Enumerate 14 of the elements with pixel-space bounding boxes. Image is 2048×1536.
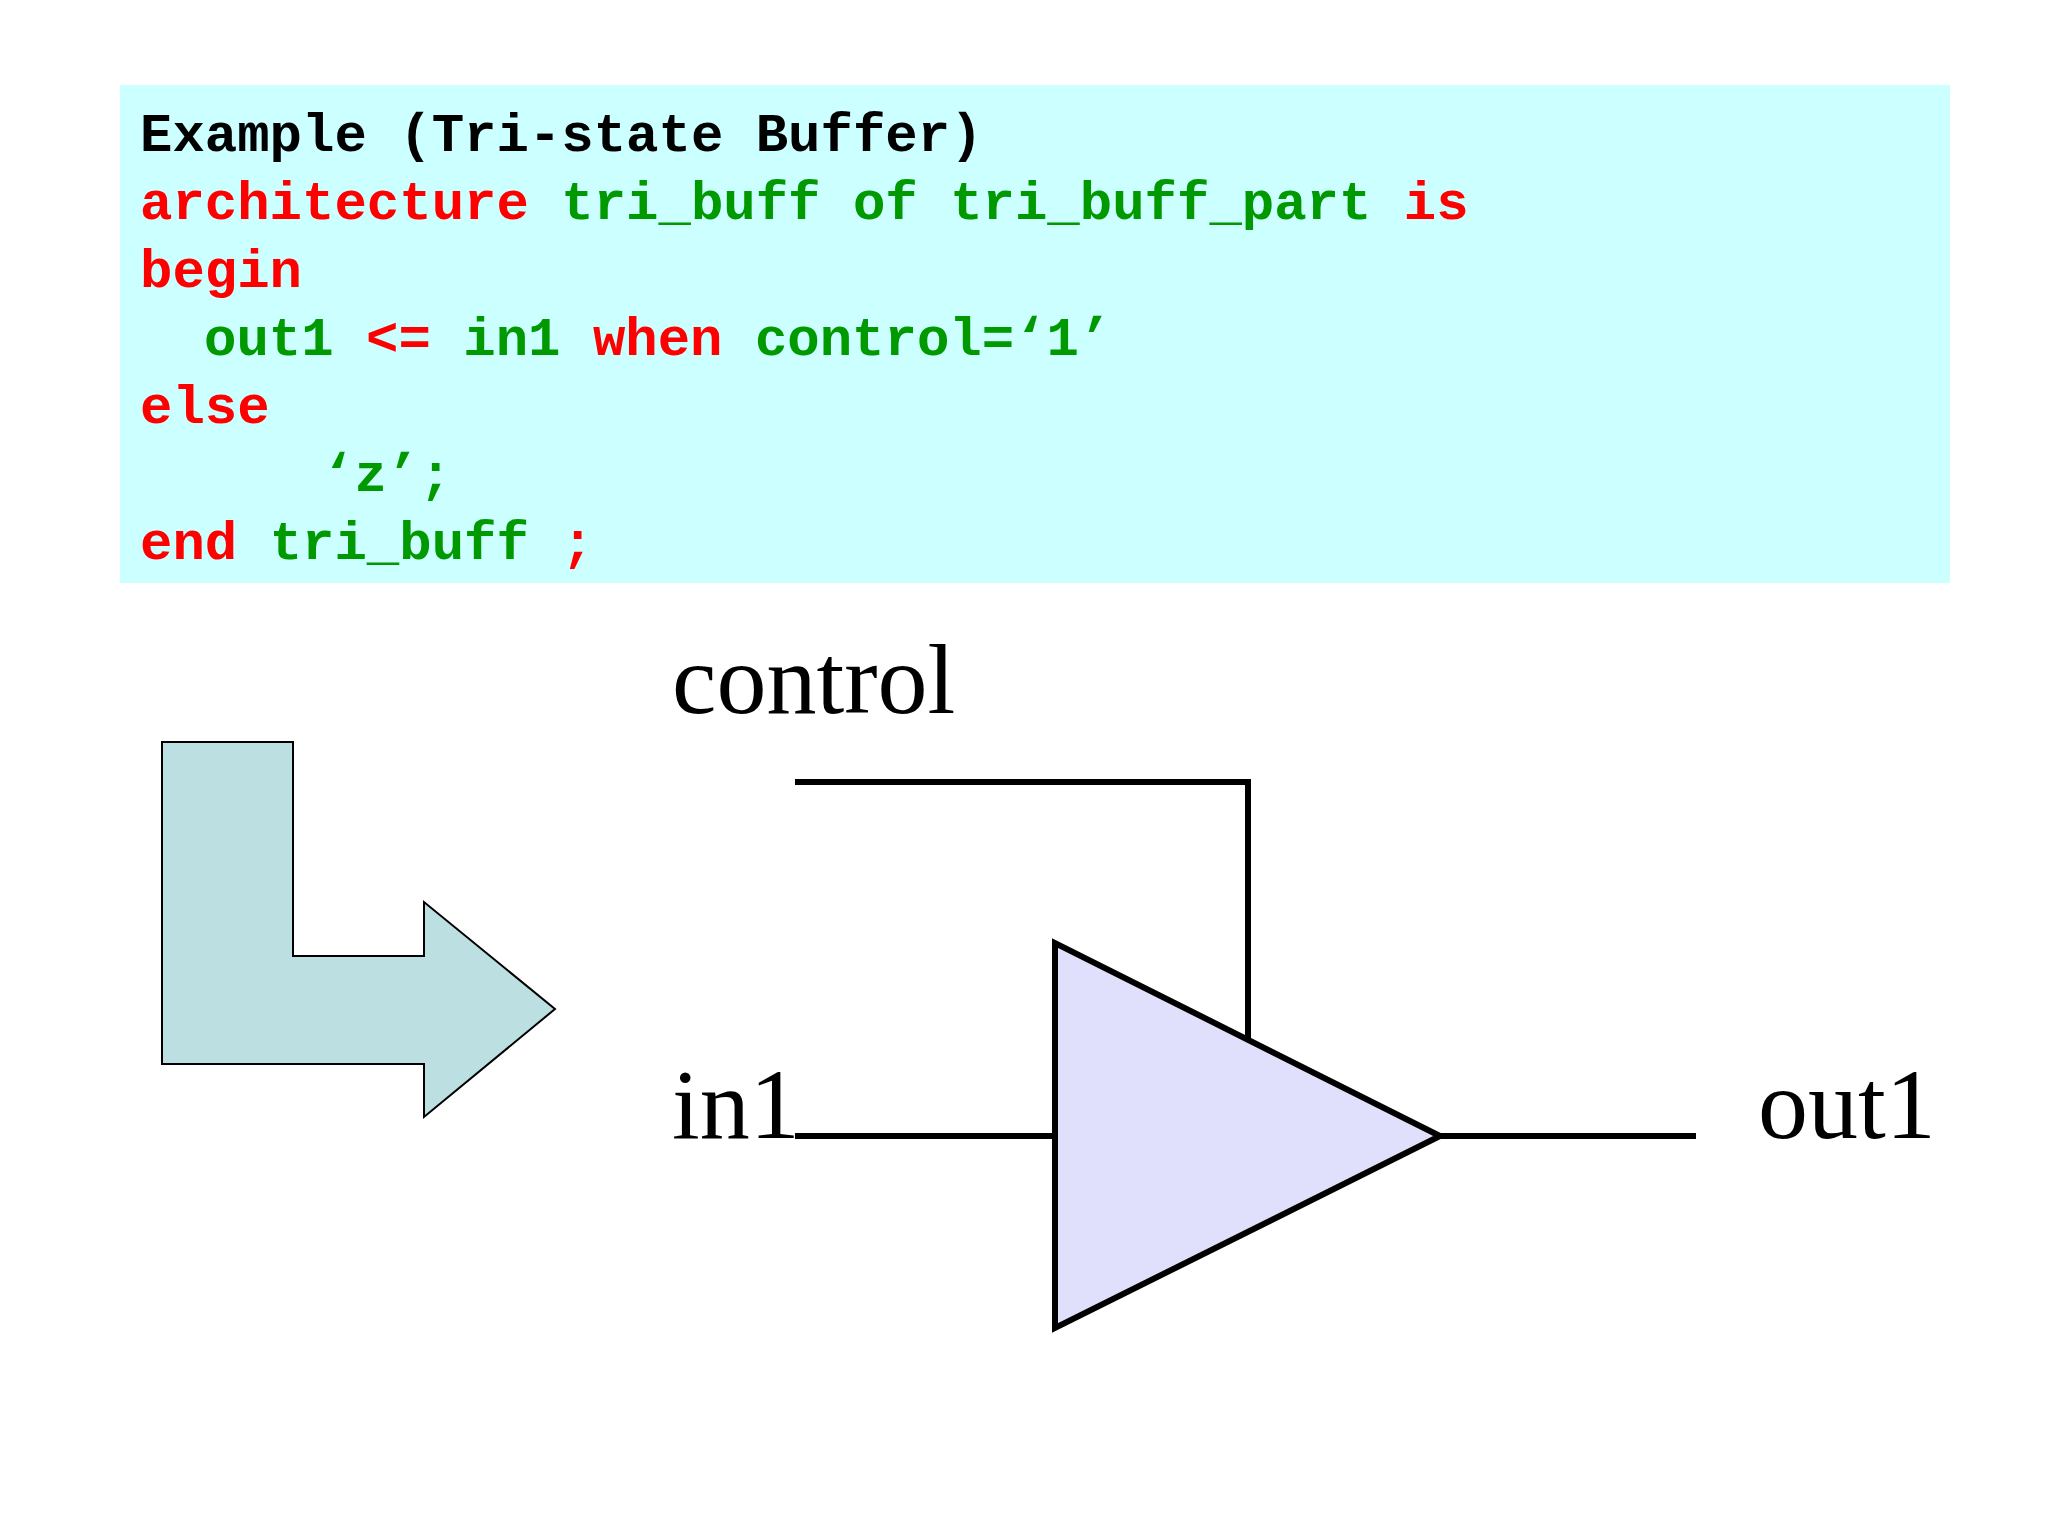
code-line: begin xyxy=(140,241,303,305)
signal-label: out1 xyxy=(1758,1050,1936,1160)
wire xyxy=(1440,1133,1696,1139)
code-line: architecture tri_buff of tri_buff_part is xyxy=(140,173,1469,237)
signal-label: in1 xyxy=(672,1050,800,1160)
code-line: Example (Tri-state Buffer) xyxy=(140,105,983,169)
wire xyxy=(795,1133,1055,1139)
wire xyxy=(795,779,1251,1040)
code-line: end tri_buff ; xyxy=(140,513,594,577)
code-block xyxy=(120,85,1950,583)
code-line: ‘z’; xyxy=(322,445,452,509)
code-line: else xyxy=(140,377,270,441)
signal-label: control xyxy=(672,625,956,735)
code-line: out1 <= in1 when control=‘1’ xyxy=(204,309,1112,373)
